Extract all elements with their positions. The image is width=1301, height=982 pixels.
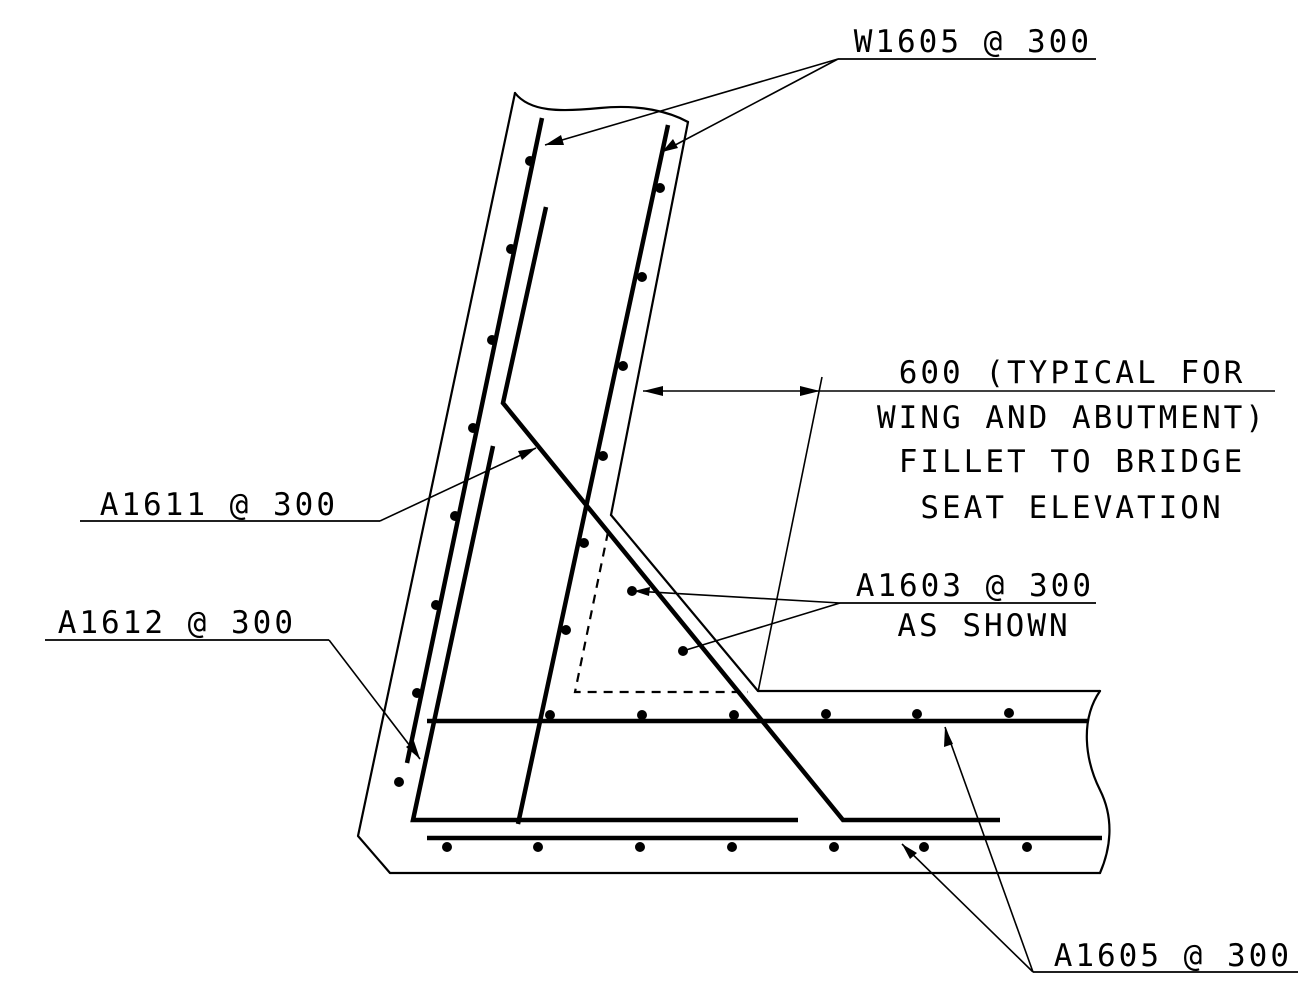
bar-dot: [561, 625, 571, 635]
bar-dot: [655, 183, 665, 193]
wall-inner-face: [609, 120, 690, 517]
a1612-leader: [328, 639, 421, 760]
reinforcing-bars: [404, 117, 1102, 841]
a1611-leader: [379, 447, 537, 522]
bar-dot: [533, 842, 543, 852]
a1603-note: AS SHOWN: [897, 608, 1070, 644]
concrete-outline: [356, 91, 1111, 875]
fillet-note-line1: 600 (TYPICAL FOR: [899, 355, 1246, 391]
bar-dot: [450, 511, 460, 521]
fillet-note-line4: SEAT ELEVATION: [920, 490, 1223, 526]
labels: W1605 @ 300 A1611 @ 300 A1612 @ 300 A160…: [58, 24, 1292, 974]
a1603-leader-upper: [633, 590, 841, 604]
wall-top-break: [513, 91, 690, 124]
wall-bar-outer: [404, 117, 545, 764]
a1612-label: A1612 @ 300: [58, 605, 296, 641]
arrowhead: [662, 139, 678, 152]
bar-dot: [598, 451, 608, 461]
bar-dot: [618, 361, 628, 371]
bar-dot: [412, 688, 422, 698]
bar-dot: [635, 842, 645, 852]
bar-dot: [637, 710, 647, 720]
arrowhead: [518, 448, 536, 460]
bar-dot: [919, 842, 929, 852]
bar-dot: [678, 646, 688, 656]
a1605-leader-top: [944, 726, 1034, 973]
wall-bar-inner: [515, 124, 671, 825]
base-right-break: [1085, 689, 1111, 875]
bar-dot: [729, 710, 739, 720]
a1611-label: A1611 @ 300: [100, 487, 338, 523]
fillet-note-line2: WING AND ABUTMENT): [877, 400, 1267, 436]
bar-dot: [506, 244, 516, 254]
w1605-label: W1605 @ 300: [854, 24, 1092, 60]
wall-outer-face: [356, 91, 1102, 875]
bar-dot: [468, 423, 478, 433]
bar-dot: [637, 272, 647, 282]
arrowhead: [406, 741, 420, 759]
arrowhead: [643, 386, 663, 396]
distribution-bar-dots: [394, 156, 1032, 852]
arrowhead: [902, 844, 917, 859]
bar-dot: [442, 842, 452, 852]
a1605-leader-bottom: [901, 843, 1034, 973]
a1605-label: A1605 @ 300: [1054, 938, 1292, 974]
fillet-note-line3: FILLET TO BRIDGE: [899, 444, 1246, 480]
w1605-leader-right: [661, 58, 839, 153]
bar-dot: [394, 777, 404, 787]
bar-dot: [912, 709, 922, 719]
arrowhead: [545, 135, 564, 145]
a1603-label: A1603 @ 300: [856, 568, 1094, 604]
bar-dot: [1004, 708, 1014, 718]
bar-dot: [545, 710, 555, 720]
a1603-leader-lower: [685, 602, 841, 651]
leader-lines: [328, 58, 1275, 973]
arrowhead: [634, 587, 650, 596]
fillet-dashed-outline: [573, 531, 748, 694]
bar-dot: [1022, 842, 1032, 852]
w1605-leader-left: [544, 58, 839, 146]
arrowhead: [800, 386, 820, 396]
label-underlines: [45, 58, 1298, 973]
arrowhead: [944, 727, 953, 747]
bar-dot: [431, 600, 441, 610]
bar-dot: [579, 538, 589, 548]
bar-dot: [487, 335, 497, 345]
fillet-extension-line: [757, 376, 823, 693]
bar-dot: [829, 842, 839, 852]
bar-dot: [627, 586, 637, 596]
a1611-bar-bent: [500, 206, 1000, 823]
a1612-bar-l-shape: [410, 445, 798, 823]
bar-dot: [525, 156, 535, 166]
bar-dot: [727, 842, 737, 852]
bar-dot: [821, 709, 831, 719]
